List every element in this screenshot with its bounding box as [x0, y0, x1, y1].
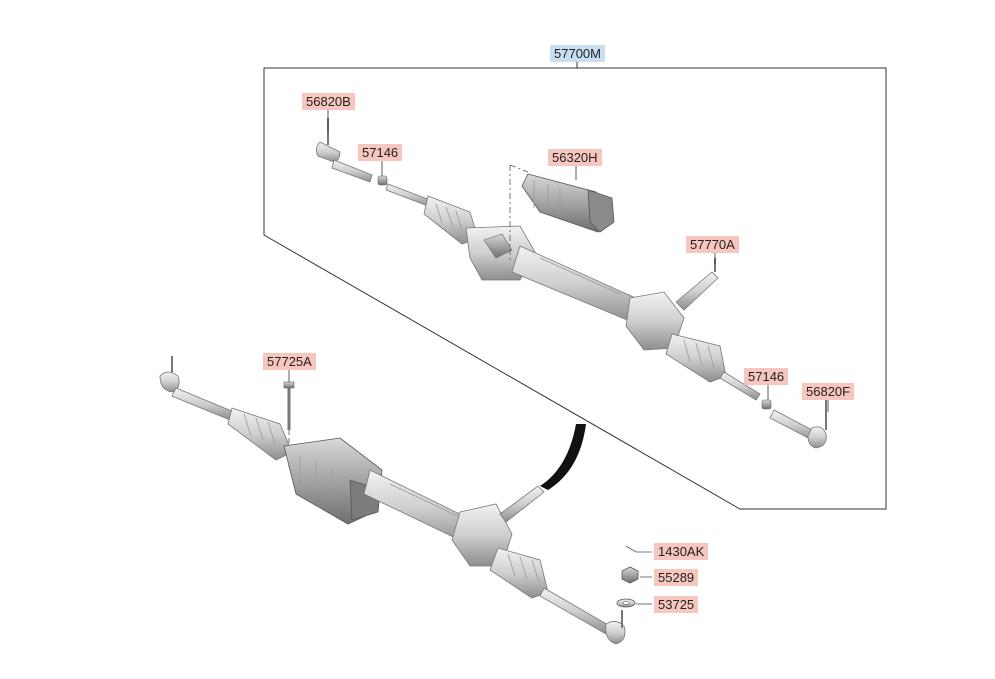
- part-label-1430ak[interactable]: 1430AK: [654, 543, 709, 560]
- assembly-connector: [540, 424, 586, 490]
- part-label-57700m[interactable]: 57700M: [550, 45, 605, 62]
- assembly-frame: [263, 67, 887, 510]
- part-label-57146-left[interactable]: 57146: [358, 144, 403, 161]
- part-label-56820b[interactable]: 56820B: [302, 93, 355, 110]
- part-label-57770a[interactable]: 57770A: [686, 236, 739, 253]
- lower-rack-assembly: [159, 356, 626, 645]
- loose-parts: [616, 545, 652, 608]
- part-label-57146-right[interactable]: 57146: [744, 368, 789, 385]
- leader-lines: [288, 109, 829, 412]
- part-label-53725[interactable]: 53725: [654, 596, 699, 613]
- part-label-57725a[interactable]: 57725A: [263, 353, 316, 370]
- upper-rack-assembly: [316, 118, 827, 449]
- part-label-56820f[interactable]: 56820F: [802, 383, 855, 400]
- part-label-56320h[interactable]: 56320H: [548, 149, 602, 166]
- part-label-55289[interactable]: 55289: [654, 569, 699, 586]
